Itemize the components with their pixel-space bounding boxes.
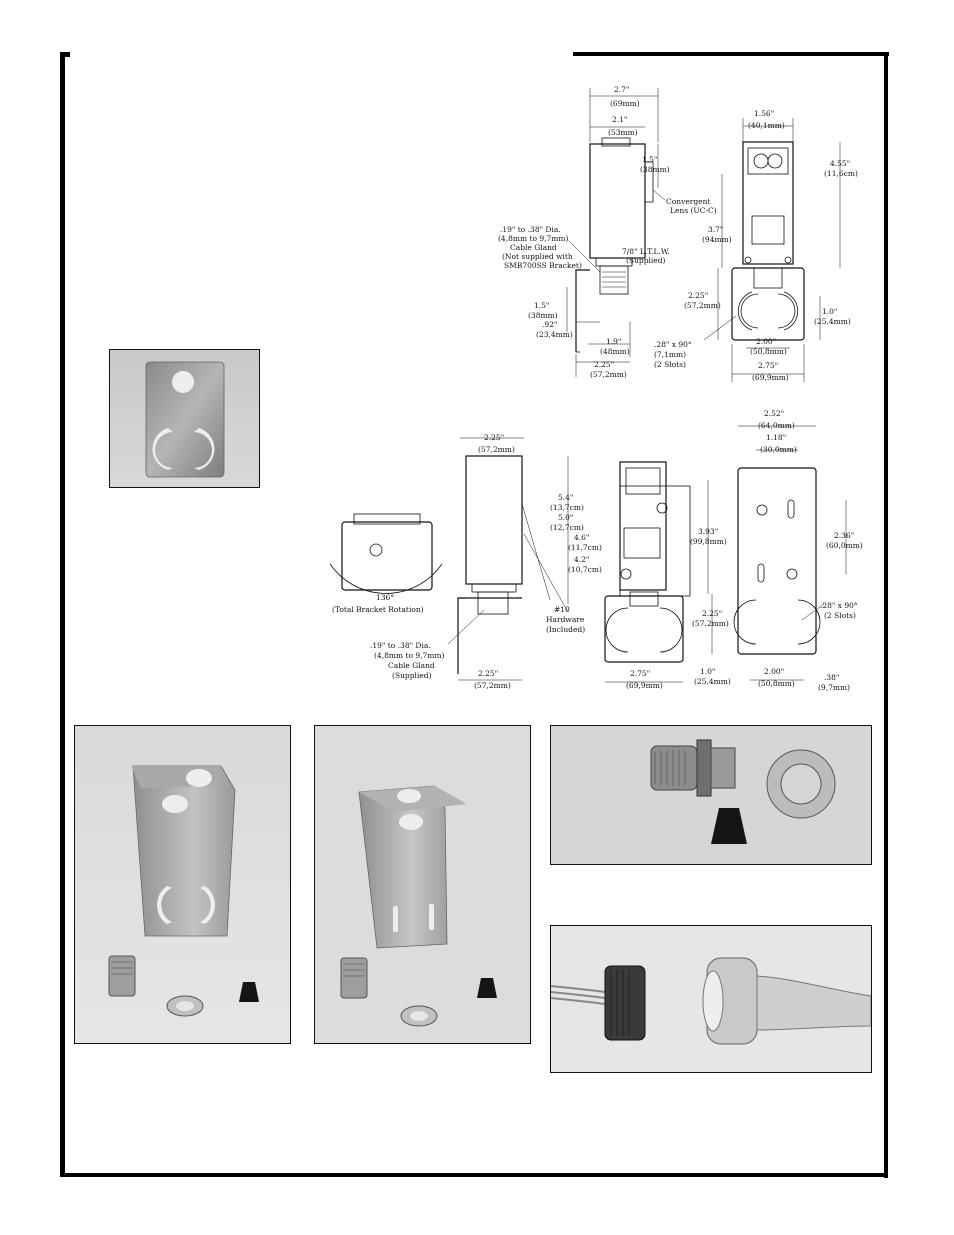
page-border-bottom: [60, 1173, 888, 1177]
dim-face-width-mm: (40,1mm): [748, 121, 785, 130]
dim-side-inner-width-mm: (53mm): [608, 128, 638, 137]
label-b-gland-1: .19" to .38" Dia.: [370, 641, 431, 650]
label-gland-4: (Not supplied with: [502, 252, 573, 261]
dim-b-front-width-mm: (69,9mm): [626, 681, 663, 690]
photo-flat-bracket: [109, 349, 260, 488]
dim-b-front-width: 2.75": [630, 669, 650, 678]
dim-b-a: 4.6": [574, 533, 589, 542]
dim-plate-height: 2.25": [688, 291, 708, 300]
dim-rear-outer-mm: (64,0mm): [758, 421, 795, 430]
dim-slot-spacing: 2.00": [756, 337, 776, 346]
dim-plate-width: 2.75": [758, 361, 778, 370]
dim-rear-inner: 1.18": [766, 433, 786, 442]
dim-plate-height-mm: (57,2mm): [684, 301, 721, 310]
dim-slot-spacing-mm: (50,8mm): [750, 347, 787, 356]
dim-body-height-mm: (94mm): [702, 235, 732, 244]
dim-rear-plate-mm: (57,2mm): [692, 619, 729, 628]
dim-b-a-mm: (11,7cm): [568, 543, 602, 552]
drawing-top-dimensions: 2.7" (69mm) 2.1" (53mm) 1.5" (38mm) Conv…: [498, 85, 858, 382]
dim-side-inner-width: 2.1": [612, 115, 627, 124]
dim-rear-edge-mm: (9,7mm): [818, 683, 850, 692]
dim-hole-mm: (25,4mm): [814, 317, 851, 326]
dim-side-outer-width-mm: (69mm): [610, 99, 640, 108]
dim-rear-outer: 2.52": [764, 409, 784, 418]
label-gland-2: (4,8mm to 9,7mm): [498, 234, 569, 243]
dim-b-total: 5.4": [558, 493, 573, 502]
label-b-gland-2: (4,8mm to 9,7mm): [374, 651, 445, 660]
label-rotation-text: (Total Bracket Rotation): [332, 605, 424, 614]
dim-rear-spacing-mm: (50,8mm): [758, 679, 795, 688]
dim-face-width: 1.56": [754, 109, 774, 118]
dim-lens-height: 1.5": [642, 155, 657, 164]
label-convergent-lens: Convergent: [666, 197, 710, 206]
dim-bracket-width: 2.25": [594, 360, 614, 369]
dim-offset: .92": [542, 320, 557, 329]
dim-base-mm: (48mm): [600, 347, 630, 356]
dim-rear-hole: 1.0": [700, 667, 715, 676]
page-border-right: [884, 52, 888, 1178]
label-b-gland-3: Cable Gland: [388, 661, 435, 670]
label-hardware: #10: [554, 605, 570, 614]
dim-rear-hole-mm: (25,4mm): [694, 677, 731, 686]
page-border-top-right: [573, 52, 889, 56]
dim-rear-slot-height: 2.36": [834, 531, 854, 540]
photo-l-bracket-kit: [74, 725, 291, 1044]
dim-b-top-width-mm: (57,2mm): [478, 445, 515, 454]
label-rotation-angle: 136°: [376, 593, 394, 602]
dim-b-b: 4.2": [574, 555, 589, 564]
dim-lens-height-mm: (38mm): [640, 165, 670, 174]
dim-b-mid-mm: (12,7cm): [550, 523, 584, 532]
dim-total-height: 4.55": [830, 159, 850, 168]
label-gland-5: SMB700SS Bracket): [504, 261, 582, 270]
label-rear-slot-2: (2 Slots): [824, 611, 856, 620]
dim-bracket-width-mm: (57,2mm): [590, 370, 627, 379]
label-b-gland-4: (Supplied): [392, 671, 432, 680]
dim-total-height-mm: (11,6cm): [824, 169, 858, 178]
page-border-top-left: [60, 52, 70, 57]
dim-base: 1.9": [606, 337, 621, 346]
photo-cable-gland-parts: [550, 725, 872, 865]
label-slot: .28" x 90°: [654, 340, 692, 349]
label-ltw-2: (Supplied): [626, 256, 666, 265]
dim-b-base: 2.25": [478, 669, 498, 678]
dim-b-base-mm: (57,2mm): [474, 681, 511, 690]
label-hardware-2: Hardware: [546, 615, 585, 624]
label-convergent-lens-2: Lens (UC-C): [670, 206, 717, 215]
dim-rear-slot-height-mm: (60,0mm): [826, 541, 863, 550]
dim-plate-width-mm: (69,9mm): [752, 373, 789, 382]
dim-rear-height: 3.93": [698, 527, 718, 536]
dim-b-mid: 5.0": [558, 513, 573, 522]
dim-rear-height-mm: (99,8mm): [690, 537, 727, 546]
dim-offset-mm: (23,4mm): [536, 330, 573, 339]
drawing-bottom-dimensions: 136° (Total Bracket Rotation) 2.25" (57,…: [329, 409, 863, 692]
dim-b-b-mm: (10,7cm): [568, 565, 602, 574]
dim-b-top-width: 2.25": [484, 433, 504, 442]
dim-bracket-height-mm: (38mm): [528, 311, 558, 320]
dim-rear-plate: 2.25": [702, 609, 722, 618]
dim-side-outer-width: 2.7": [614, 85, 629, 94]
label-hardware-3: (Included): [546, 625, 585, 634]
label-slot-2: (7,1mm): [654, 350, 686, 359]
photo-quick-disconnect: [550, 925, 872, 1073]
dim-rear-inner-mm: (30,0mm): [760, 445, 797, 454]
dim-hole: 1.0": [822, 307, 837, 316]
dim-body-height: 3.7": [708, 225, 723, 234]
photo-l-bracket-slotted-kit: [314, 725, 531, 1044]
page-border-left: [60, 52, 65, 1177]
dim-rear-edge: .38": [824, 673, 839, 682]
label-slot-3: (2 Slots): [654, 360, 686, 369]
dim-b-total-mm: (13,7cm): [550, 503, 584, 512]
dim-bracket-height: 1.5": [534, 301, 549, 310]
label-ltw: 7/8" L.T.L.W.: [622, 247, 670, 256]
dim-rear-spacing: 2.00": [764, 667, 784, 676]
label-gland-3: Cable Gland: [510, 243, 557, 252]
label-rear-slot: .28" x 90°: [820, 601, 858, 610]
label-gland-1: .19" to .38" Dia.: [500, 225, 561, 234]
